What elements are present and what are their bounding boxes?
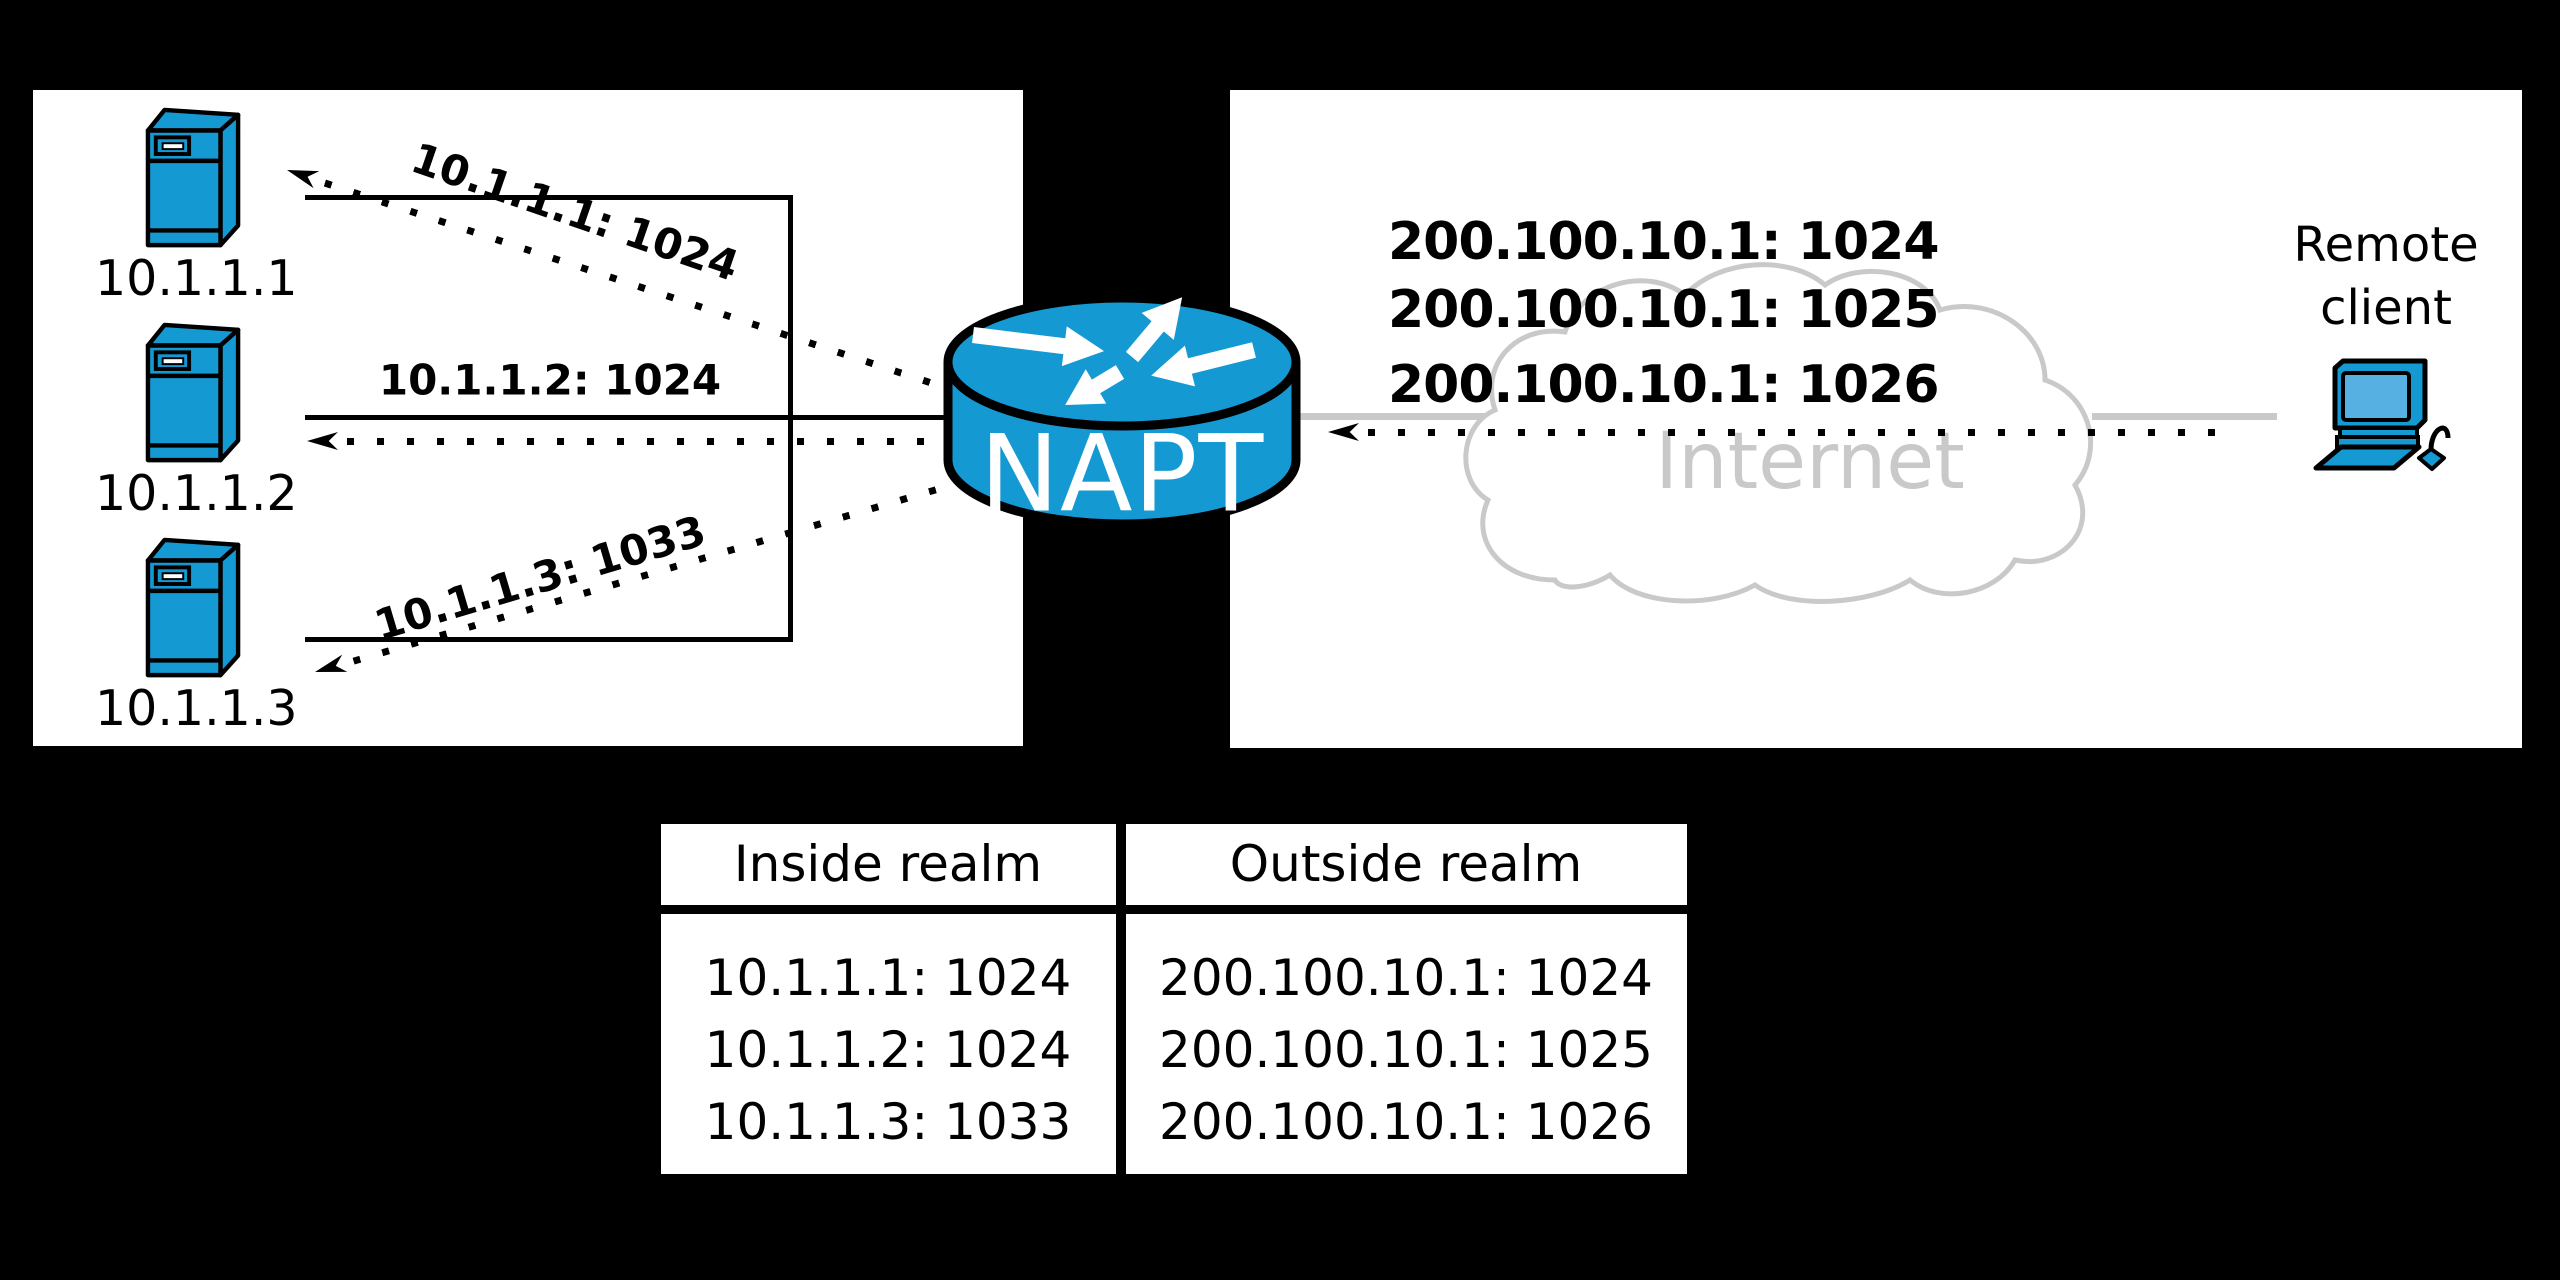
table-column-divider — [1116, 824, 1126, 1174]
link-line-server1 — [305, 195, 792, 200]
link-line-server2 — [305, 415, 945, 420]
dotted-line — [1368, 429, 2230, 436]
dotted-line — [347, 438, 940, 445]
router-arrows-icon — [972, 297, 1256, 405]
table-cell-r1c1: 10.1.1.1: 1024 — [704, 949, 1072, 1007]
link-line-server3 — [305, 637, 792, 642]
arrowhead-icon — [1328, 423, 1359, 441]
table-header-divider — [661, 905, 1687, 914]
flow-arrow-server2 — [307, 431, 940, 451]
server-icon-2 — [145, 321, 243, 466]
remote-client-label-line1: Remote — [2293, 217, 2479, 273]
server-ip-3: 10.1.1.3 — [95, 680, 298, 737]
mapping-line-1: 200.100.10.1: 1024 — [1388, 212, 1940, 272]
flow-label-server2: 10.1.1.2: 1024 — [378, 355, 722, 405]
wan-link-left — [1290, 413, 1485, 420]
arrowhead-icon — [307, 432, 338, 450]
remote-client-icon — [2313, 358, 2451, 471]
napt-router-icon — [943, 293, 1301, 529]
flow-arrow-from-client — [1328, 422, 2230, 442]
server-icon-1 — [145, 106, 243, 251]
remote-client-label-line2: client — [2320, 280, 2452, 337]
router-label: NAPT — [979, 412, 1265, 536]
server-ip-2: 10.1.1.2 — [95, 465, 298, 522]
table-header-outside: Outside realm — [1229, 835, 1583, 893]
table-cell-r2c2: 200.100.10.1: 1025 — [1159, 1021, 1653, 1079]
table-cell-r2c1: 10.1.1.2: 1024 — [704, 1021, 1072, 1079]
server-ip-1: 10.1.1.1 — [95, 250, 298, 307]
link-bus-line — [788, 195, 793, 642]
mapping-line-3: 200.100.10.1: 1026 — [1388, 355, 1940, 415]
server-icon-3 — [145, 536, 243, 681]
mapping-line-2: 200.100.10.1: 1025 — [1388, 280, 1940, 340]
table-cell-r3c1: 10.1.1.3: 1033 — [704, 1093, 1072, 1151]
remote-client-label: Remote client — [2293, 214, 2478, 341]
wan-link-right — [2092, 413, 2277, 420]
table-cell-r3c2: 200.100.10.1: 1026 — [1159, 1093, 1653, 1151]
mapping-table — [661, 824, 1687, 1174]
table-cell-r1c2: 200.100.10.1: 1024 — [1159, 949, 1653, 1007]
table-header-inside: Inside realm — [733, 835, 1043, 893]
